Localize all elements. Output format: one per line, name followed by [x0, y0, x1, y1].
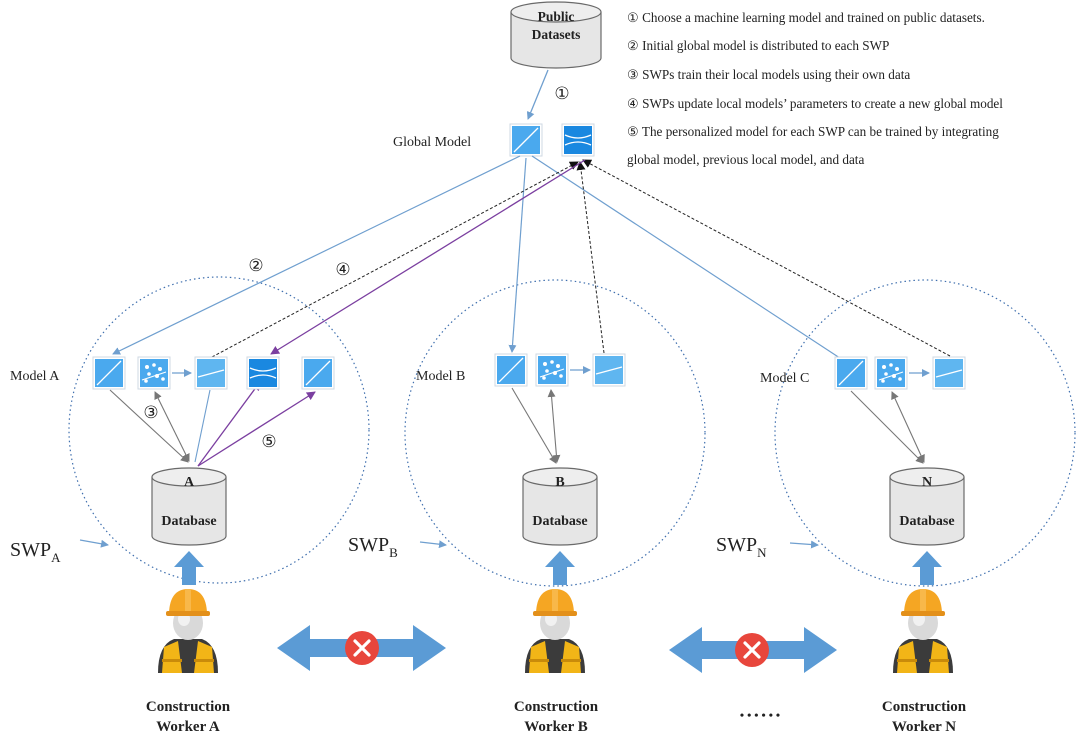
personalization-arrows [197, 159, 586, 467]
legend-item-2-num: ② [627, 38, 639, 53]
legend-item-5: ⑤ The personalized model for each SWP ca… [627, 124, 999, 140]
step1-marker: ① [554, 84, 569, 103]
database-b-letter: B [555, 475, 564, 490]
local-model-b-icon [494, 353, 528, 387]
local-data-c-icon [874, 356, 908, 390]
worker-n-label-line2: Worker N [892, 719, 956, 735]
swp-a-label: SWPA [10, 539, 61, 565]
public-datasets-label-line2: Datasets [532, 27, 581, 42]
step2-marker: ② [248, 256, 263, 275]
local-data-b-icon [535, 353, 569, 387]
database-b-label: Database [532, 514, 587, 529]
database-a-label: Database [161, 514, 216, 529]
legend-item-2: ② Initial global model is distributed to… [627, 38, 889, 54]
legend-item-3-num: ③ [627, 67, 639, 82]
database-a-icon [151, 467, 227, 546]
worker-n-label-line1: Construction [882, 699, 967, 715]
worker-b-label-line2: Worker B [524, 719, 587, 735]
legend-item-1-num: ① [627, 10, 639, 25]
blocked-x-icon-bn [733, 631, 771, 669]
model-c-label: Model C [760, 371, 809, 386]
legend-item-2-text: Initial global model is distributed to e… [642, 38, 890, 53]
legend-item-4-num: ④ [627, 96, 639, 111]
public-datasets-label-line1: Public [538, 9, 575, 24]
global-model-copy-a-icon [246, 356, 280, 390]
trained-model-b-icon [592, 353, 626, 387]
swp-a-boundary [68, 276, 370, 584]
database-a-letter: A [184, 475, 195, 490]
legend-item-3: ③ SWPs train their local models using th… [627, 67, 910, 83]
trained-model-c-icon [932, 356, 966, 390]
legend-item-5-continued-text: global model, previous local model, and … [627, 152, 865, 167]
more-workers-ellipsis: • • • • • • [740, 708, 780, 722]
model-b-label: Model B [416, 369, 465, 384]
database-b-icon [522, 467, 598, 546]
database-n-icon [889, 467, 965, 546]
swp-n-boundary [774, 279, 1076, 587]
global-model-icon [509, 123, 543, 157]
personalized-model-a-icon [301, 356, 335, 390]
swp-b-label: SWPB [348, 534, 398, 560]
legend-item-4-text: SWPs update local models’ parameters to … [642, 96, 1003, 111]
swp-n-label: SWPN [716, 534, 767, 560]
global-model-label: Global Model [393, 135, 471, 150]
legend-item-5-text: The personalized model for each SWP can … [641, 124, 999, 139]
update-arrows [211, 159, 951, 358]
legend-item-1: ① Choose a machine learning model and tr… [627, 10, 985, 26]
worker-a-label-line2: Worker A [156, 719, 220, 735]
legend-item-4: ④ SWPs update local models’ parameters t… [627, 96, 1003, 112]
local-data-a-icon [137, 356, 171, 390]
step1-arrow [526, 69, 549, 120]
worker-a-label-line1: Construction [146, 699, 231, 715]
distribution-arrows [112, 155, 850, 365]
step4-marker: ④ [335, 260, 350, 279]
step3-marker: ③ [143, 403, 158, 422]
public-datasets-database-icon [510, 1, 602, 69]
legend-item-3-text: SWPs train their local models using thei… [642, 67, 911, 82]
construction-worker-b-icon [525, 589, 585, 673]
local-model-a-icon [92, 356, 126, 390]
global-model-updated-icon [561, 123, 595, 157]
blocked-x-icon-ab [343, 629, 381, 667]
trained-model-a-icon [194, 356, 228, 390]
database-n-letter: N [922, 475, 932, 490]
legend-item-1-text: Choose a machine learning model and trai… [642, 10, 985, 25]
construction-worker-a-icon [158, 589, 218, 673]
local-model-c-icon [834, 356, 868, 390]
worker-b-label-line1: Construction [514, 699, 599, 715]
legend-item-5-num: ⑤ [627, 124, 639, 139]
step5-marker: ⑤ [261, 432, 276, 451]
swp-b-boundary [404, 279, 706, 587]
legend-item-5-continued: global model, previous local model, and … [627, 152, 864, 168]
model-a-label: Model A [10, 369, 60, 384]
database-n-label: Database [899, 514, 954, 529]
construction-worker-n-icon [893, 589, 953, 673]
worker-data-upload-arrows [174, 551, 942, 585]
